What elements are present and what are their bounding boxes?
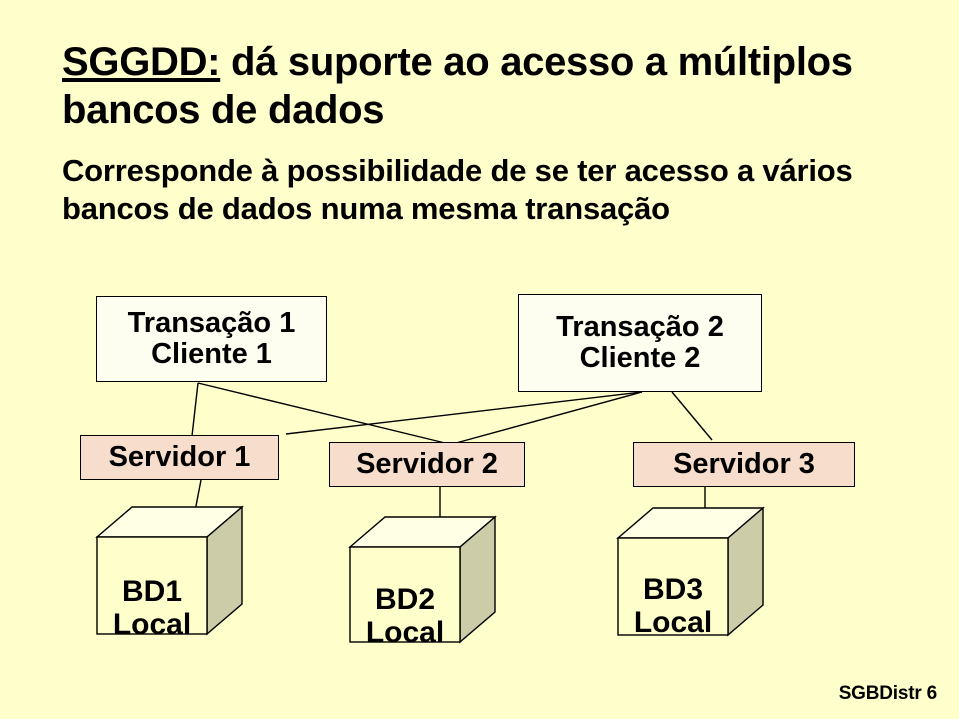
- database-cube-2-line1: BD2: [374, 583, 435, 616]
- database-cube-2-label: BD2 Local: [345, 547, 465, 685]
- page-title-underlined: SGGDD:: [62, 40, 221, 84]
- server-box-1[interactable]: Servidor 1: [80, 435, 279, 480]
- database-cube-3[interactable]: BD3 Local: [613, 503, 765, 645]
- link-t2-s1: [285, 391, 643, 435]
- transaction-box-1-line1: Transação 1: [127, 306, 296, 339]
- link-t1-s2: [197, 382, 446, 444]
- transaction-box-1[interactable]: Transação 1 Cliente 1: [96, 296, 327, 382]
- transaction-box-2[interactable]: Transação 2 Cliente 2: [518, 294, 762, 392]
- page-title-rest: dá suporte ao acesso a múltiplos bancos …: [62, 40, 864, 132]
- slide-footer: SGBDistr 6: [838, 683, 938, 704]
- database-cube-3-line2: Local: [633, 606, 713, 639]
- database-cube-2-line2: Local: [365, 616, 445, 649]
- server-box-2-label: Servidor 2: [356, 447, 498, 480]
- database-cube-1-line2: Local: [112, 608, 192, 641]
- link-t1-s1: [191, 382, 199, 437]
- page-subtitle: Corresponde à possibilidade de se ter ac…: [62, 153, 861, 226]
- server-box-1-label: Servidor 1: [108, 440, 251, 473]
- database-cube-1-line1: BD1: [121, 575, 182, 608]
- cube-3-front-face: [617, 537, 729, 636]
- server-box-3[interactable]: Servidor 3: [633, 442, 855, 487]
- link-t2-s3: [671, 391, 713, 441]
- server-box-2[interactable]: Servidor 2: [329, 442, 525, 487]
- transaction-box-2-line2: Cliente 2: [579, 342, 701, 374]
- link-t2-s2: [455, 391, 643, 444]
- transaction-box-1-line2: Cliente 1: [151, 338, 272, 370]
- database-cube-2[interactable]: BD2 Local: [345, 512, 497, 652]
- database-cube-1[interactable]: BD1 Local: [92, 502, 244, 644]
- server-box-3-label: Servidor 3: [673, 447, 815, 480]
- database-cube-3-line1: BD3: [642, 573, 703, 606]
- page-title: SGGDD: dá suporte ao acesso a múltiplos …: [62, 38, 922, 134]
- cube-1-front-face: [96, 536, 208, 635]
- cube-2-front-face: [349, 546, 461, 643]
- transaction-box-2-line1: Transação 2: [556, 310, 724, 343]
- database-cube-3-label: BD3 Local: [613, 536, 733, 676]
- database-cube-1-label: BD1 Local: [92, 537, 212, 679]
